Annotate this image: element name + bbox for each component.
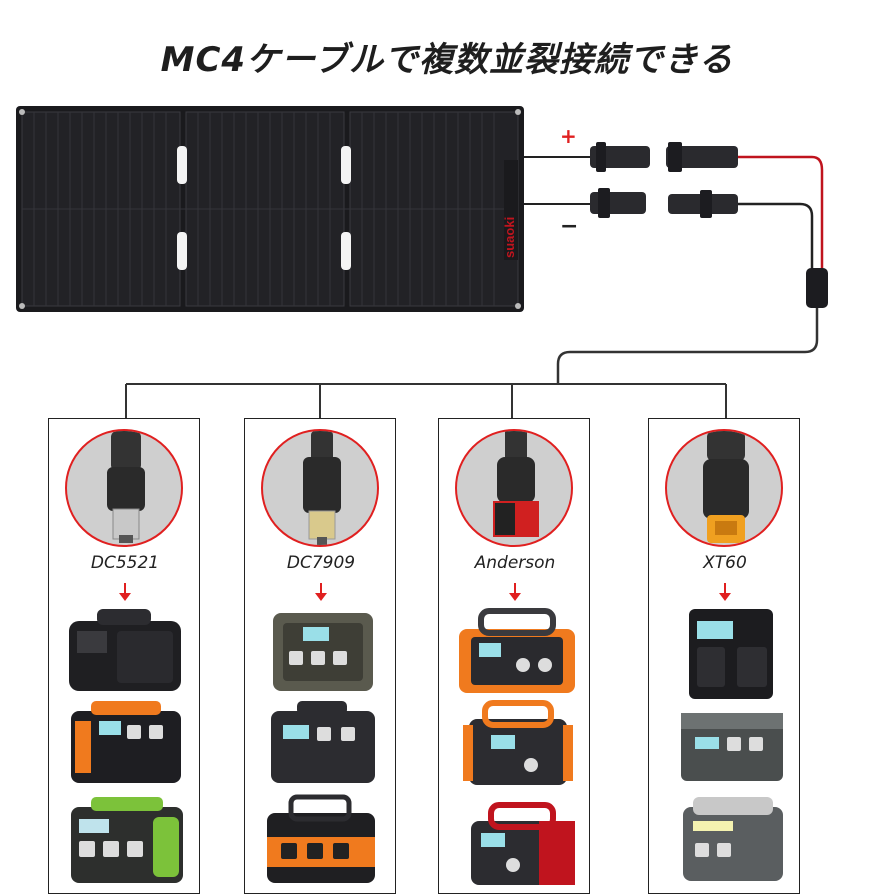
plug-xt60-icon [665,429,783,547]
wiring-tree [125,383,727,418]
column-dc7909: DC7909 [244,418,396,894]
plug-dc7909-icon [261,429,379,547]
power-station-icon [681,609,783,881]
plug-dc5521-icon [65,429,183,547]
mc4-cables [524,142,828,384]
plug-anderson-icon [455,429,573,547]
connector-label: DC7909 [286,553,356,573]
solar-panel [16,106,524,312]
connector-label: DC5521 [90,553,160,573]
positive-sign: + [560,124,577,148]
column-xt60: XT60 [648,418,800,894]
power-station-icon [267,613,375,883]
negative-sign: − [560,214,578,239]
power-station-icon [459,608,575,885]
page-title: MC4ケーブルで複数並裂接続できる [160,40,734,80]
power-station-icon [69,609,183,883]
connector-label: XT60 [703,553,747,573]
column-anderson: Anderson [438,418,590,894]
column-dc5521: DC5521 [48,418,200,894]
brand-label: suaoki [502,217,517,258]
connector-label: Anderson [474,553,556,573]
